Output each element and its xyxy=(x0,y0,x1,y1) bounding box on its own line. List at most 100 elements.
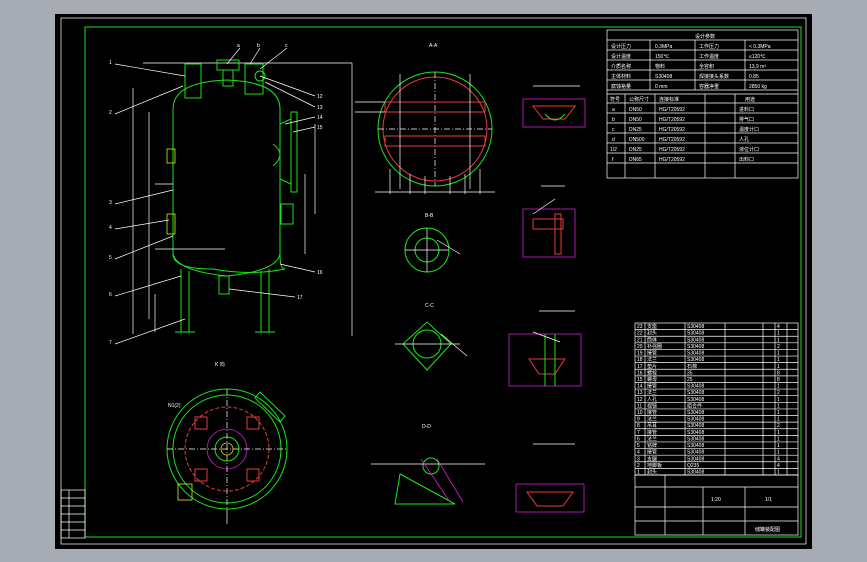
nozzle-row-1: b DN50 HG/T20592 排气口 xyxy=(612,116,754,123)
parts-cell: 垫片 xyxy=(647,363,657,370)
tech-cell: ≤120℃ xyxy=(749,54,766,60)
nozzle-cell: DN25 xyxy=(629,147,642,153)
nozzle-cell: 人孔 xyxy=(739,136,749,143)
parts-cell: 1 xyxy=(777,397,780,403)
parts-cell: 1 xyxy=(777,331,780,337)
parts-cell: S30408 xyxy=(687,351,704,357)
drawing-canvas: a b c 1 2 3 4 5 6 7 12 13 14 15 16 17 K … xyxy=(60,17,807,545)
parts-cell: S30408 xyxy=(687,450,704,456)
parts-cell: 组合件 xyxy=(687,402,702,409)
nozzle-row-3: d DN500 HG/T20592 人孔 xyxy=(612,136,749,143)
parts-cell: 12 xyxy=(637,397,643,403)
tech-cell: 介质名称 xyxy=(611,63,631,70)
detail-2 xyxy=(522,185,576,258)
parts-cell: 16 xyxy=(637,370,643,376)
parts-cell: S30408 xyxy=(687,436,704,442)
nozzle-cell: HG/T20592 xyxy=(659,117,685,123)
view-k-label: N1(2) xyxy=(168,403,181,409)
parts-cell: Q235 xyxy=(687,463,699,469)
cad-viewport[interactable]: a b c 1 2 3 4 5 6 7 12 13 14 15 16 17 K … xyxy=(55,14,812,549)
parts-cell: S30408 xyxy=(687,384,704,390)
parts-cell: 1 xyxy=(637,470,640,476)
detail-4 xyxy=(515,443,585,513)
parts-cell: 石棉 xyxy=(687,363,697,370)
drawing-sheet: 1/1 xyxy=(765,497,772,503)
parts-cell: S30408 xyxy=(687,443,704,449)
parts-cell: 封头 xyxy=(647,469,657,476)
tech-cell: 设计温度 xyxy=(611,53,631,60)
nozzle-cell: f xyxy=(612,157,614,163)
leader-14: 14 xyxy=(317,115,323,121)
parts-cell: S30408 xyxy=(687,324,704,330)
parts-cell: 6 xyxy=(637,436,640,442)
section-cc: C-C xyxy=(395,303,468,371)
tech-cell: 物料 xyxy=(655,63,665,70)
parts-cell: S30408 xyxy=(687,423,704,429)
parts-cell: 法兰 xyxy=(647,435,657,442)
tech-cell: 0.3MPa xyxy=(655,44,672,50)
parts-cell: 视镜 xyxy=(647,402,657,409)
parts-cell: 2 xyxy=(777,423,780,429)
parts-cell: 17 xyxy=(637,364,643,370)
tech-cell: 0 mm xyxy=(655,84,668,90)
parts-cell: 接管 xyxy=(647,409,657,416)
section-bb-title: B-B xyxy=(425,213,434,219)
parts-cell: 法兰 xyxy=(647,389,657,396)
tech-cell: 工作温度 xyxy=(699,53,719,60)
nozzle-cell: HG/T20592 xyxy=(659,137,685,143)
parts-cell: 4 xyxy=(777,324,780,330)
parts-cell: 8 xyxy=(777,377,780,383)
tech-cell: 腐蚀裕量 xyxy=(611,83,631,90)
parts-cell: S30408 xyxy=(687,410,704,416)
section-aa: A-A xyxy=(355,43,495,194)
parts-cell: 18 xyxy=(637,357,643,363)
parts-cell: 4 xyxy=(637,450,640,456)
nozzle-cell: DN50 xyxy=(629,107,642,113)
tech-cell: < 0.3MPa xyxy=(749,44,771,50)
parts-cell: 接管 xyxy=(647,383,657,390)
tech-cell: 设计压力 xyxy=(611,43,631,50)
parts-cell: 补强圈 xyxy=(647,343,662,350)
leader-c: c xyxy=(285,43,288,49)
detail-3 xyxy=(508,310,582,387)
parts-cell: 8 xyxy=(777,370,780,376)
nozzle-cell: b xyxy=(612,117,615,123)
parts-cell: 支座 xyxy=(647,323,657,330)
parts-cell: 封头 xyxy=(647,330,657,337)
tech-row-0: 设计压力 0.3MPa 工作压力 < 0.3MPa xyxy=(611,43,771,50)
parts-cell: 4 xyxy=(777,463,780,469)
title-block: 储罐装配图 1:20 1/1 xyxy=(634,474,799,536)
parts-cell: 20 xyxy=(637,344,643,350)
parts-cell: 15 xyxy=(637,377,643,383)
parts-cell: 吊耳 xyxy=(647,423,657,429)
parts-cell: S30408 xyxy=(687,390,704,396)
parts-cell: S30408 xyxy=(687,357,704,363)
parts-cell: S30408 xyxy=(687,430,704,436)
leader-13: 13 xyxy=(317,105,323,111)
nozzle-header: 用途 xyxy=(745,96,755,103)
nozzle-row-5: f DN65 HG/T20592 出料口 xyxy=(612,156,754,163)
tech-table-title: 设计参数 xyxy=(695,33,715,40)
nozzle-cell: a xyxy=(612,107,615,113)
inner-frame xyxy=(84,26,802,538)
parts-cell: 35 xyxy=(687,370,693,376)
parts-cell: 9 xyxy=(637,417,640,423)
parts-cell: 3 xyxy=(637,456,640,462)
parts-cell: S30408 xyxy=(687,331,704,337)
parts-cell: 11 xyxy=(637,403,642,409)
parts-cell: 筒体 xyxy=(647,336,657,343)
parts-cell: 14 xyxy=(637,384,643,390)
leader-1: 1 xyxy=(109,60,112,66)
parts-cell: 23 xyxy=(637,324,643,330)
nozzle-header: 公称尺寸 xyxy=(629,96,649,103)
nozzle-cell: 排气口 xyxy=(739,116,754,123)
parts-cell: 法兰 xyxy=(647,416,657,423)
parts-cell: 1 xyxy=(777,436,780,442)
parts-cell: 25 xyxy=(687,377,693,383)
nozzle-cell: DN65 xyxy=(629,157,642,163)
leader-4: 4 xyxy=(109,225,112,231)
parts-cell: 接管 xyxy=(647,350,657,357)
parts-cell: 地脚板 xyxy=(647,462,662,469)
nozzle-cell: d xyxy=(612,137,615,143)
